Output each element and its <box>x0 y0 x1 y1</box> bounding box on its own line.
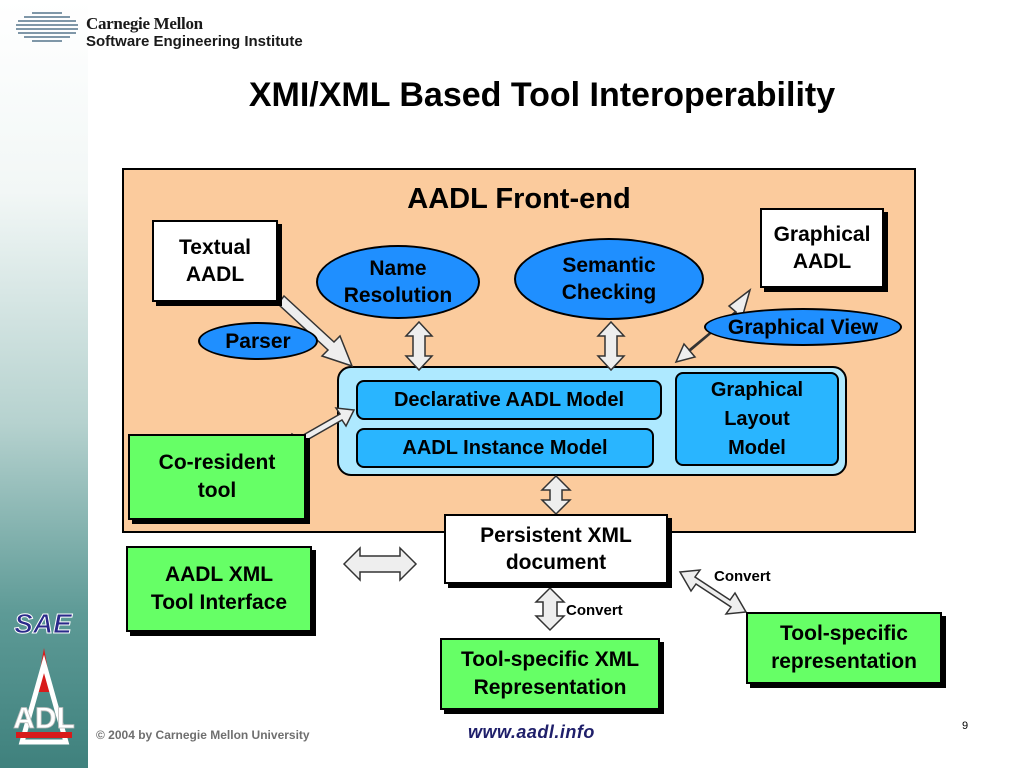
org-name-line1: Carnegie Mellon <box>86 14 203 33</box>
name-resolution-line2: Resolution <box>343 284 453 307</box>
declarative-model-label: Declarative AADL Model <box>393 389 625 411</box>
aadl-xml-interface-line1: AADL XML <box>164 563 274 586</box>
semantic-checking-line1: Semantic <box>562 254 656 277</box>
name-resolution-line1: Name <box>369 257 427 280</box>
coresident-line2: tool <box>197 479 237 502</box>
graphical-layout-line2: Layout <box>724 407 790 430</box>
tool-specific-rep-box: Tool-specific representation <box>746 612 942 684</box>
tool-specific-xml-line1: Tool-specific XML <box>460 648 640 671</box>
arrow-xml-to-toolxml <box>534 586 566 632</box>
arrow-model-to-xml <box>540 474 572 516</box>
adl-logo-text: ADL <box>13 702 75 735</box>
semantic-checking-line2: Checking <box>561 281 657 304</box>
instance-model-label: AADL Instance Model <box>402 437 608 459</box>
parser-oval: Parser <box>198 322 318 360</box>
convert-label-right: Convert <box>714 568 771 585</box>
coresident-line1: Co-resident <box>158 451 276 474</box>
graphical-aadl-line1: Graphical <box>773 223 871 246</box>
org-name-line2: Software Engineering Institute <box>86 33 303 50</box>
graphical-layout-line1: Graphical <box>710 378 804 401</box>
arrow-semantic-checking <box>596 320 626 372</box>
arrow-textual-to-model <box>276 294 354 368</box>
sae-logo: SAE <box>14 608 74 640</box>
arrow-xml-interface <box>342 546 418 582</box>
aadl-xml-interface-line2: Tool Interface <box>150 591 288 614</box>
textual-aadl-line1: Textual <box>179 236 251 259</box>
left-gradient-strip <box>0 0 88 768</box>
tool-specific-xml-box: Tool-specific XML Representation <box>440 638 660 710</box>
tool-specific-rep-line2: representation <box>771 650 917 673</box>
parser-label: Parser <box>225 329 291 353</box>
cmu-globe-logo <box>16 12 78 42</box>
graphical-view-oval: Graphical View <box>704 308 902 346</box>
sae-logo-text: SAE <box>14 608 73 639</box>
convert-label-center: Convert <box>566 602 623 619</box>
tool-specific-rep-line1: Tool-specific <box>780 622 908 645</box>
persistent-xml-line1: Persistent XML <box>480 524 632 547</box>
frontend-title: AADL Front-end <box>407 183 631 215</box>
instance-model-box: AADL Instance Model <box>356 428 654 468</box>
slide-title: XMI/XML Based Tool Interoperability <box>248 76 836 114</box>
aadl-xml-interface-box: AADL XML Tool Interface <box>126 546 312 632</box>
graphical-aadl-line2: AADL <box>792 250 852 273</box>
textual-aadl-line2: AADL <box>185 263 245 286</box>
arrow-name-resolution <box>404 320 434 372</box>
tool-specific-xml-line2: Representation <box>473 676 627 699</box>
persistent-xml-line2: document <box>505 551 607 574</box>
persistent-xml-doc: Persistent XML document <box>444 514 668 584</box>
page-number: 9 <box>962 720 969 732</box>
copyright: © 2004 by Carnegie Mellon University <box>96 728 310 742</box>
website-link[interactable]: www.aadl.info <box>468 722 595 742</box>
adl-logo: ADL <box>13 648 75 745</box>
coresident-tool-box: Co-resident tool <box>128 434 306 520</box>
graphical-layout-line3: Model <box>728 436 786 459</box>
declarative-model-box: Declarative AADL Model <box>356 380 662 420</box>
graphical-view-label: Graphical View <box>727 315 879 339</box>
